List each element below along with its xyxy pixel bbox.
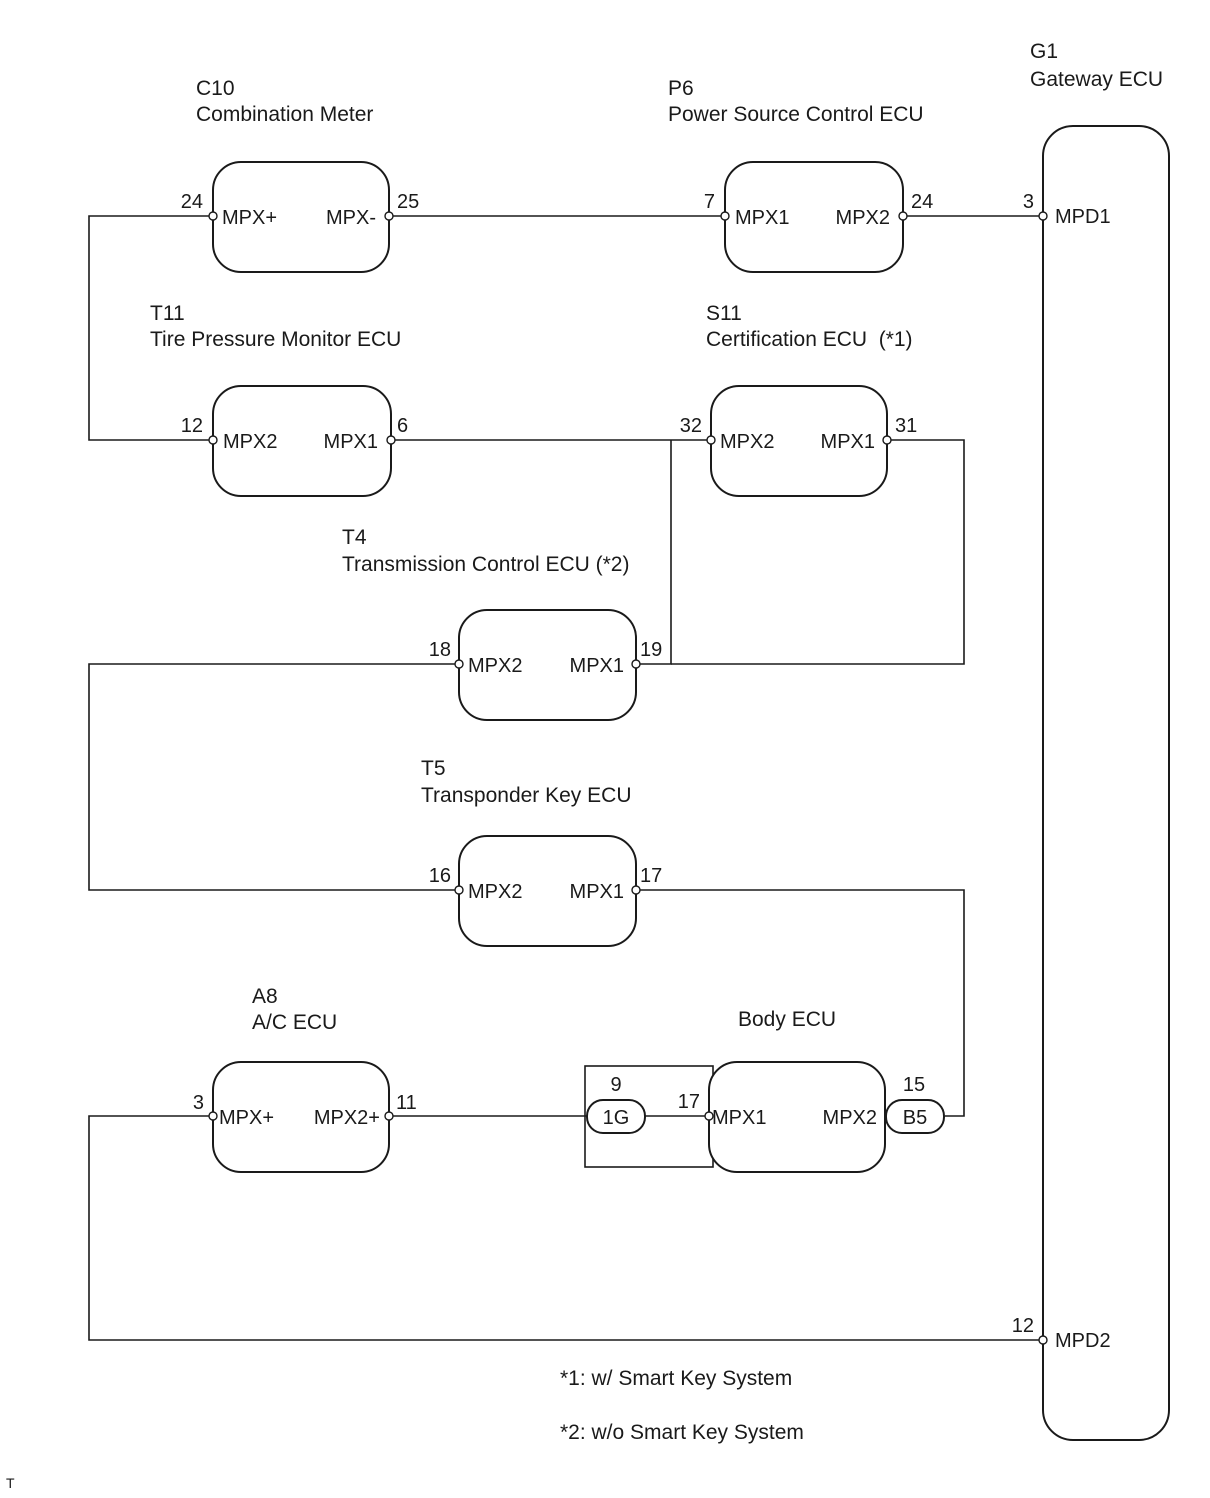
c10-right-pin-label: MPX-: [326, 207, 376, 229]
terminal-a8-left: [208, 1111, 218, 1121]
p6-left-pin-label: MPX1: [735, 207, 789, 229]
wire-t5-mpx1-to-body-mpx2: [636, 889, 965, 1117]
terminal-t11-right: [386, 435, 396, 445]
a8-left-pin-number: 3: [193, 1092, 204, 1114]
ecu-t11-name: Tire Pressure Monitor ECU: [150, 328, 401, 351]
p6-right-pin-label: MPX2: [836, 207, 890, 229]
terminal-s11-right: [882, 435, 892, 445]
ecu-t4-name: Transmission Control ECU (*2): [342, 553, 629, 576]
s11-left-pin-number: 32: [680, 415, 702, 437]
wire-c10-mpx-to-t11-mpx2: [88, 215, 213, 441]
terminal-t5-left: [454, 885, 464, 895]
ecu-t5-code: T5: [421, 757, 446, 780]
c10-right-pin-number: 25: [397, 191, 419, 213]
connector-b5: [885, 1099, 945, 1134]
terminal-c10-left: [208, 211, 218, 221]
p6-left-pin-number: 7: [704, 191, 715, 213]
t11-right-pin-number: 6: [397, 415, 408, 437]
ecu-a8-name: A/C ECU: [252, 1011, 337, 1034]
ecu-t5-transponder-key: T5 Transponder Key ECU MPX2 MPX1 16 17: [421, 757, 662, 947]
wire-s11-mpx1-to-t4-mpx1: [671, 439, 965, 665]
terminal-p6-left: [720, 211, 730, 221]
body-left-pin-number: 17: [678, 1091, 700, 1113]
t4-right-pin-number: 19: [640, 639, 662, 661]
a8-right-pin-number: 11: [396, 1092, 417, 1114]
a8-right-pin-label: MPX2+: [314, 1107, 380, 1129]
wire-t4-mpx2-to-t5-mpx2: [88, 663, 459, 891]
wiring: [88, 215, 1043, 1341]
t5-right-pin-number: 17: [640, 865, 662, 887]
corner-mark: T: [6, 1475, 15, 1491]
ecu-g1-code: G1: [1030, 40, 1058, 63]
ecu-s11-code: S11: [706, 302, 742, 325]
ecu-g1-box: [1042, 125, 1170, 1441]
ecu-t4-transmission-control: T4 Transmission Control ECU (*2) MPX2 MP…: [342, 526, 662, 721]
t11-left-pin-number: 12: [181, 415, 203, 437]
footnote-1: *1: w/ Smart Key System: [560, 1367, 792, 1390]
s11-right-pin-number: 31: [895, 415, 917, 437]
footnote-2: *2: w/o Smart Key System: [560, 1421, 804, 1444]
ecu-s11-certification: S11 Certification ECU (*1) MPX2 MPX1 32 …: [680, 302, 917, 497]
t11-right-pin-label: MPX1: [324, 431, 378, 453]
terminal-a8-right: [384, 1111, 394, 1121]
g1-mpd2-pin-number: 12: [1012, 1315, 1034, 1337]
ecu-p6-code: P6: [668, 77, 694, 100]
ecu-p6-name: Power Source Control ECU: [668, 103, 924, 126]
t5-left-pin-number: 16: [429, 865, 451, 887]
a8-left-pin-label: MPX+: [219, 1107, 274, 1129]
connector-1g-label: 1G: [603, 1107, 630, 1129]
terminal-g1-mpd2: [1038, 1335, 1048, 1345]
terminal-s11-left: [706, 435, 716, 445]
connector-b5-label: B5: [903, 1107, 927, 1129]
g1-mpd2-pin-label: MPD2: [1055, 1330, 1111, 1352]
s11-right-pin-label: MPX1: [821, 431, 875, 453]
c10-left-pin-label: MPX+: [222, 207, 277, 229]
t4-right-pin-label: MPX1: [570, 655, 624, 677]
terminal-t4-right: [631, 659, 641, 669]
ecu-t4-code: T4: [342, 526, 367, 549]
body-left-pin-label: MPX1: [712, 1107, 766, 1129]
connector-1g: [586, 1099, 646, 1134]
ecu-c10-code: C10: [196, 77, 235, 100]
ecu-c10-name: Combination Meter: [196, 103, 373, 126]
body-right-pin-number: 15: [903, 1074, 925, 1096]
ecu-body-name: Body ECU: [738, 1008, 836, 1031]
t5-right-pin-label: MPX1: [570, 881, 624, 903]
ecu-t5-name: Transponder Key ECU: [421, 784, 631, 807]
ecu-t11-code: T11: [150, 302, 185, 325]
wire-splice-to-t4-mpx1: [636, 440, 672, 665]
junction-pin-number: 9: [610, 1074, 621, 1096]
ecu-s11-name: Certification ECU (*1): [706, 328, 913, 351]
terminal-g1-mpd1: [1038, 211, 1048, 221]
wire-a8-mpx-to-g1-mpd2: [88, 1115, 1043, 1341]
terminal-t4-left: [454, 659, 464, 669]
t11-left-pin-label: MPX2: [223, 431, 277, 453]
ecu-g1-name: Gateway ECU: [1030, 68, 1163, 91]
g1-mpd1-pin-number: 3: [1023, 191, 1034, 213]
ecu-t11-tire-pressure-monitor: T11 Tire Pressure Monitor ECU MPX2 MPX1 …: [150, 302, 408, 497]
ecu-a8-code: A8: [252, 985, 278, 1008]
terminals: [208, 211, 1048, 1345]
body-right-pin-label: MPX2: [823, 1107, 877, 1129]
p6-right-pin-number: 24: [911, 191, 933, 213]
terminal-t11-left: [208, 435, 218, 445]
ecu-a8-ac: A8 A/C ECU MPX+ MPX2+ 3 11: [193, 985, 417, 1173]
t5-left-pin-label: MPX2: [468, 881, 522, 903]
c10-left-pin-number: 24: [181, 191, 203, 213]
terminal-p6-right: [898, 211, 908, 221]
terminal-t5-right: [631, 885, 641, 895]
ecu-c10-combination-meter: C10 Combination Meter MPX+ MPX- 24 25: [181, 77, 419, 273]
t4-left-pin-label: MPX2: [468, 655, 522, 677]
g1-mpd1-pin-label: MPD1: [1055, 206, 1111, 228]
ecu-p6-power-source-control: P6 Power Source Control ECU MPX1 MPX2 7 …: [668, 77, 933, 273]
ecu-body: Body ECU MPX1 MPX2 17 15 9 1G B5: [584, 1008, 945, 1173]
t4-left-pin-number: 18: [429, 639, 451, 661]
terminal-body-left: [704, 1111, 714, 1121]
ecu-g1-gateway: G1 Gateway ECU MPD1 3 MPD2 12: [1012, 40, 1170, 1441]
terminal-c10-right: [384, 211, 394, 221]
s11-left-pin-label: MPX2: [720, 431, 774, 453]
